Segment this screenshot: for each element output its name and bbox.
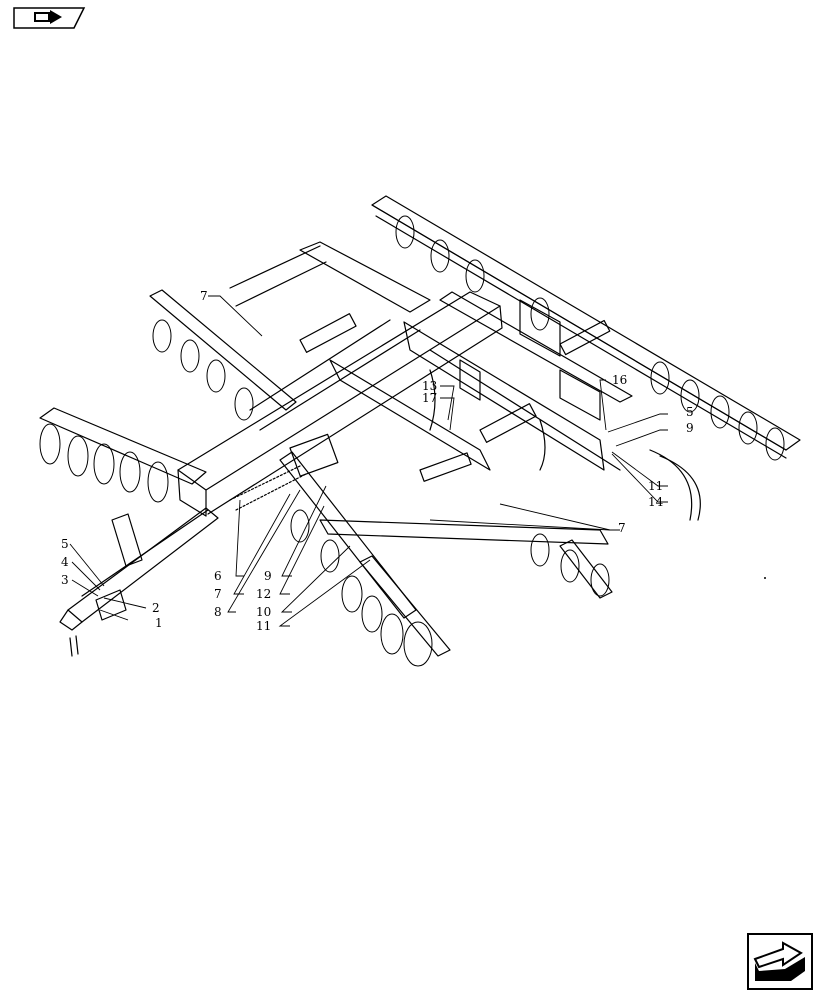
callout-14: 14 bbox=[648, 495, 664, 509]
callout-6: 6 bbox=[214, 569, 222, 583]
callout-11: 11 bbox=[648, 479, 663, 493]
rear-disc-gang bbox=[395, 215, 785, 461]
front-right-disc-gang bbox=[290, 509, 610, 667]
ripper-shanks bbox=[429, 369, 701, 521]
previous-page-button[interactable] bbox=[12, 6, 86, 30]
callout-12: 12 bbox=[256, 587, 271, 601]
callout-13: 13 bbox=[422, 379, 437, 393]
front-left-gang-beam bbox=[39, 289, 297, 485]
callout-17: 17 bbox=[422, 391, 437, 405]
rear-gang-beam bbox=[371, 195, 801, 459]
callout-1: 1 bbox=[155, 616, 163, 630]
callout-5: 5 bbox=[686, 405, 694, 419]
callout-2: 2 bbox=[152, 601, 160, 615]
main-frame bbox=[177, 241, 633, 517]
front-left-disc-gang bbox=[39, 319, 254, 503]
callout-9: 9 bbox=[264, 569, 272, 583]
callout-7: 7 bbox=[214, 587, 222, 601]
callout-5: 5 bbox=[61, 537, 69, 551]
hitch-tongue bbox=[59, 507, 219, 657]
leader-lines bbox=[69, 295, 668, 627]
callout-8: 8 bbox=[214, 605, 222, 619]
previous-page-arrow-icon bbox=[13, 7, 86, 29]
callout-3: 3 bbox=[61, 573, 69, 587]
callout-10: 10 bbox=[256, 605, 271, 619]
dot-mark bbox=[764, 577, 766, 579]
callout-7: 7 bbox=[200, 289, 208, 303]
next-page-arrow-icon bbox=[747, 933, 813, 990]
callout-4: 4 bbox=[61, 555, 69, 569]
front-gang-beam bbox=[279, 451, 613, 657]
next-page-button[interactable] bbox=[747, 933, 813, 990]
callout-9: 9 bbox=[686, 421, 694, 435]
callout-16: 16 bbox=[612, 373, 627, 387]
callout-11: 11 bbox=[256, 619, 271, 633]
callout-labels: 1 2 3 4 5 5 6 7 7 7 8 9 9 10 11 11 12 13… bbox=[61, 289, 694, 633]
callout-7: 7 bbox=[618, 521, 626, 535]
hydraulic-cylinders bbox=[229, 313, 611, 511]
